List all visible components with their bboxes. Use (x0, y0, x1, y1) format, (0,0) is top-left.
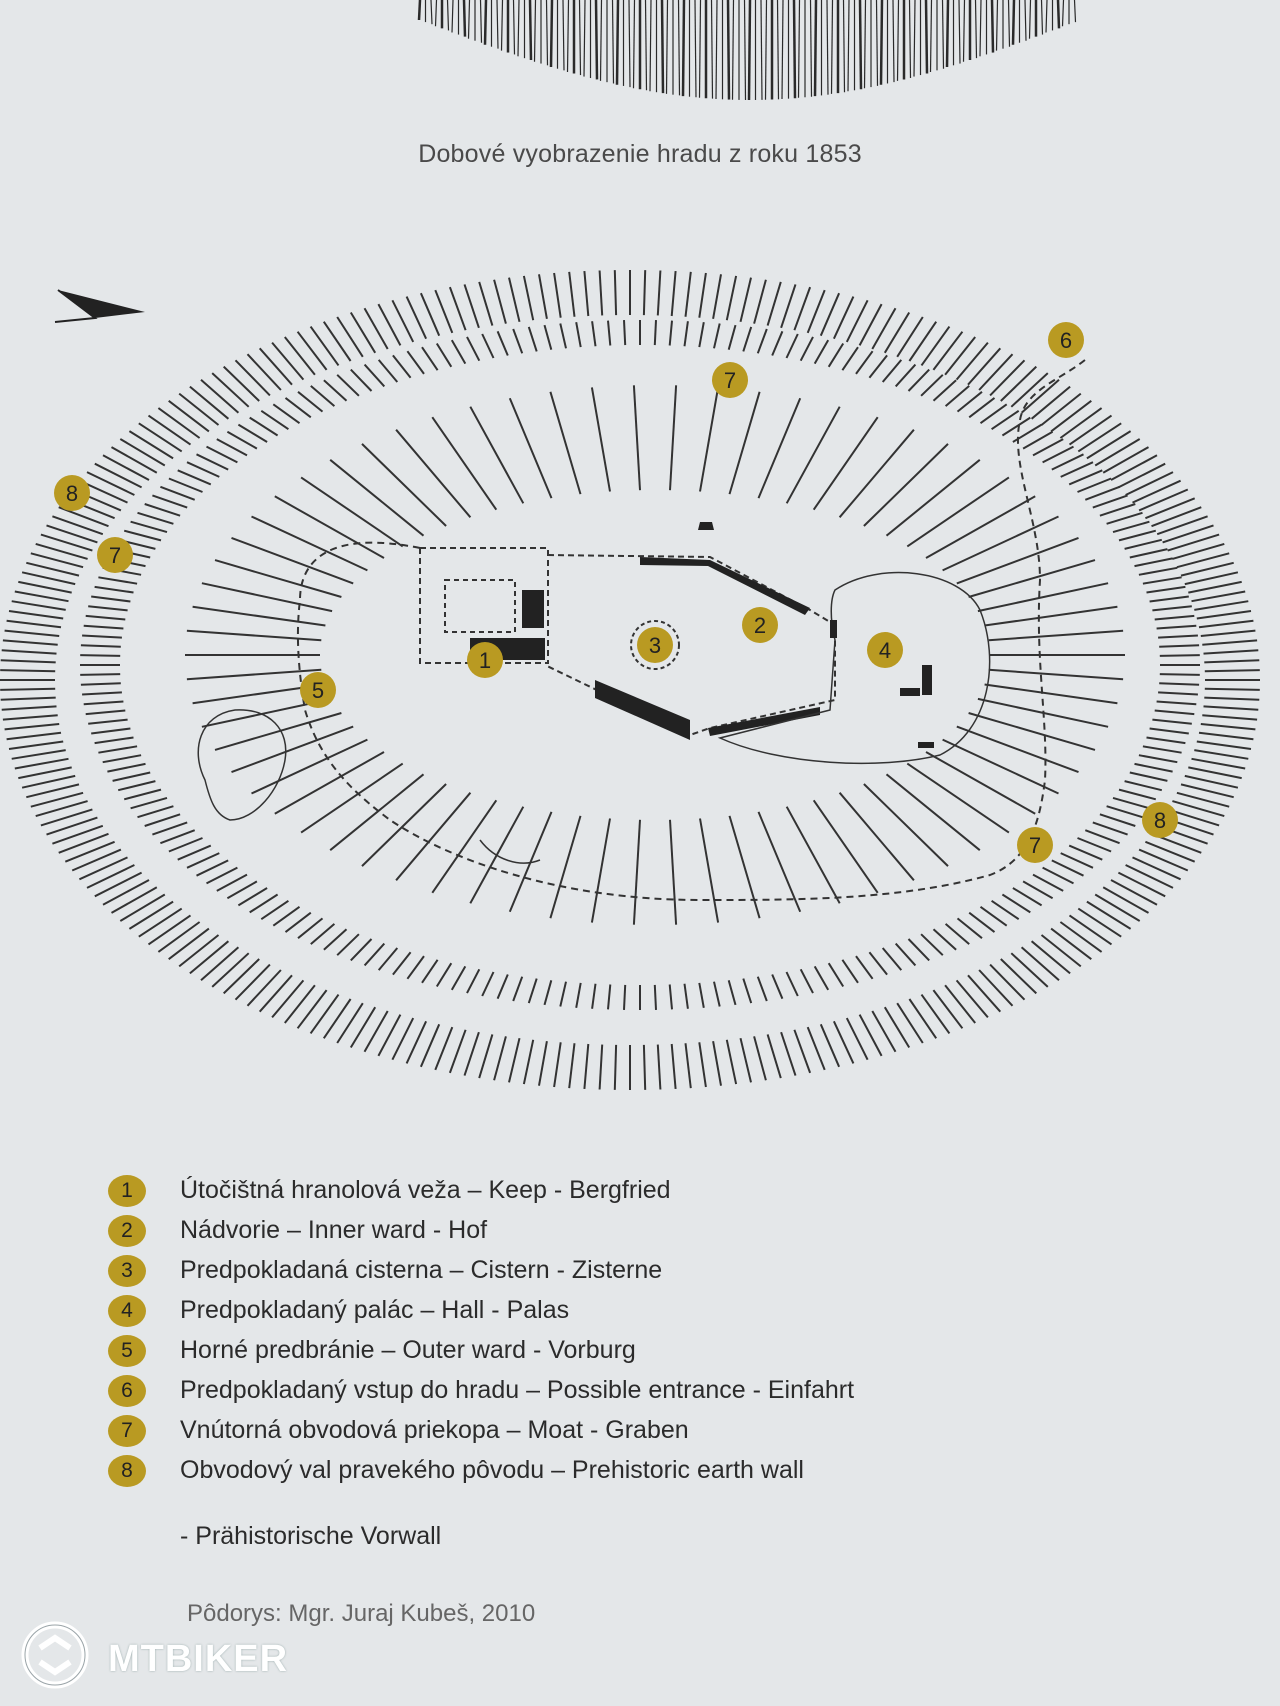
castle-ground-plan: 1 2 3 4 5 6 7 7 7 8 8 (0, 270, 1260, 1090)
legend-label: Predpokladaná cisterna – Cistern - Ziste… (180, 1256, 663, 1284)
cistern-outline (630, 620, 680, 670)
legend-label: Obvodový val pravekého pôvodu – Prehisto… (180, 1456, 804, 1484)
map-marker-number: 8 (66, 481, 78, 506)
legend-item: 4 Predpokladaný palác – Hall - Palas (108, 1293, 1208, 1333)
legend-item: 2 Nádvorie – Inner ward - Hof (108, 1213, 1208, 1253)
legend-label: Útočištná hranolová veža – Keep - Bergfr… (180, 1176, 671, 1204)
map-marker: 8 (54, 475, 90, 511)
legend-number-badge: 6 (108, 1375, 146, 1407)
legend-continuation: - Prähistorische Vorwall (180, 1522, 442, 1550)
map-marker-number: 6 (1060, 328, 1072, 353)
map-marker-number: 1 (479, 648, 491, 673)
map-marker-number: 4 (879, 638, 891, 663)
legend-label: Nádvorie – Inner ward - Hof (180, 1216, 488, 1244)
map-marker-number: 7 (724, 368, 736, 393)
mtbiker-logo-icon (21, 1621, 89, 1689)
watermark-text: MTBIKER (108, 1638, 289, 1680)
legend-item: 7 Vnútorná obvodová priekopa – Moat - Gra… (108, 1413, 1208, 1453)
legend-item: 3 Predpokladaná cisterna – Cistern - Zist… (108, 1253, 1208, 1293)
legend-label: Horné predbránie – Outer ward - Vorburg (180, 1336, 636, 1364)
map-marker-number: 3 (649, 633, 661, 658)
legend: 1 Útočištná hranolová veža – Keep - Bergf… (108, 1173, 1208, 1493)
legend-number-badge: 4 (108, 1295, 146, 1327)
map-marker-number: 8 (1154, 808, 1166, 833)
map-marker-number: 2 (754, 613, 766, 638)
keep-outline (419, 547, 549, 664)
map-marker: 7 (1017, 827, 1053, 863)
legend-number-badge: 5 (108, 1335, 146, 1367)
legend-item: 1 Útočištná hranolová veža – Keep - Bergf… (108, 1173, 1208, 1213)
legend-number-badge: 1 (108, 1175, 146, 1207)
legend-label: Vnútorná obvodová priekopa – Moat - Grab… (180, 1416, 689, 1444)
map-marker-number: 7 (1029, 833, 1041, 858)
legend-number-badge: 8 (108, 1455, 146, 1487)
map-marker: 5 (300, 672, 336, 708)
map-marker: 2 (742, 607, 778, 643)
legend-number-badge: 7 (108, 1415, 146, 1447)
historical-etching-fragment (417, 0, 1077, 101)
north-arrow-icon (54, 289, 145, 323)
map-marker: 3 (637, 627, 673, 663)
map-marker: 1 (467, 642, 503, 678)
map-marker-number: 7 (109, 543, 121, 568)
legend-item: 5 Horné predbránie – Outer ward - Vorburg (108, 1333, 1208, 1373)
map-marker: 8 (1142, 802, 1178, 838)
map-marker: 4 (867, 632, 903, 668)
map-marker: 7 (712, 362, 748, 398)
etching-caption: Dobové vyobrazenie hradu z roku 1853 (418, 140, 862, 168)
legend-label: Predpokladaný vstup do hradu – Possible … (180, 1376, 855, 1404)
palace-outline (717, 571, 991, 765)
legend-item: 8 Obvodový val pravekého pôvodu – Prehist… (108, 1453, 1208, 1493)
map-marker: 6 (1048, 322, 1084, 358)
legend-number-badge: 2 (108, 1215, 146, 1247)
map-marker: 7 (97, 537, 133, 573)
legend-number-badge: 3 (108, 1255, 146, 1287)
outer-ward-outline (296, 359, 1086, 902)
plan-credit: Pôdorys: Mgr. Juraj Kubeš, 2010 (187, 1600, 536, 1627)
legend-item: 6 Predpokladaný vstup do hradu – Possible… (108, 1373, 1208, 1413)
inner-ward-walls (544, 554, 836, 737)
map-marker-number: 5 (312, 678, 324, 703)
legend-label: Predpokladaný palác – Hall - Palas (180, 1296, 570, 1324)
